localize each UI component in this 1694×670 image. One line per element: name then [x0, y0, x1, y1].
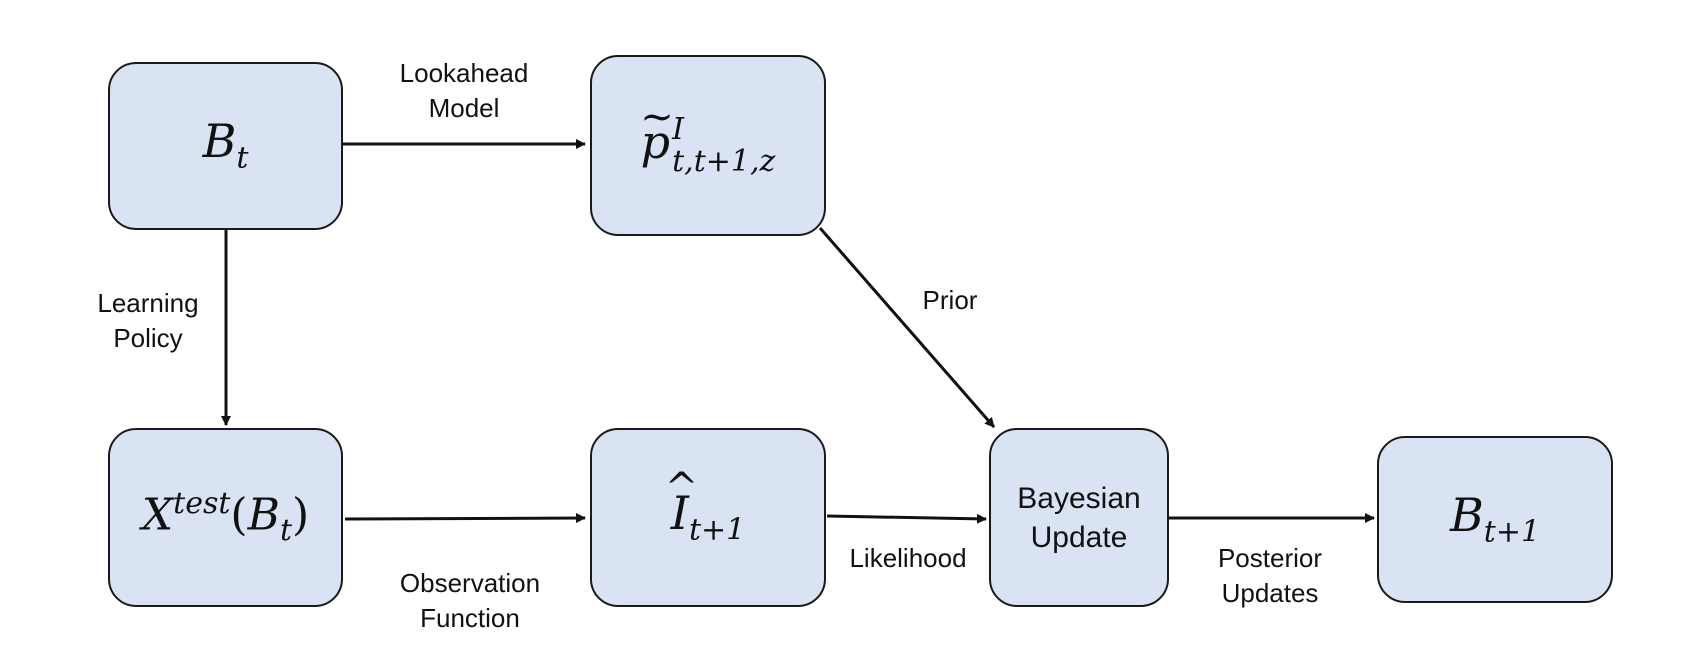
label-prior: Prior	[922, 285, 978, 315]
belief-state-formula: Bt	[202, 114, 249, 176]
node-belief-state: Bt	[108, 62, 343, 230]
test-decision-formula: Xtest(Bt)	[141, 486, 310, 548]
next-belief-state-formula: Bt+1	[1449, 487, 1541, 550]
arrow-likelihood	[826, 513, 987, 524]
label-likelihood: Likelihood	[849, 543, 967, 573]
node-next-belief-state: Bt+1	[1377, 436, 1613, 603]
node-test-decision: Xtest(Bt)	[108, 428, 343, 607]
observation-formula: I^t+1	[664, 464, 746, 548]
arrow-observation-function	[344, 513, 586, 524]
node-observation: I^t+1	[590, 428, 826, 607]
arrow-prior	[818, 227, 996, 428]
